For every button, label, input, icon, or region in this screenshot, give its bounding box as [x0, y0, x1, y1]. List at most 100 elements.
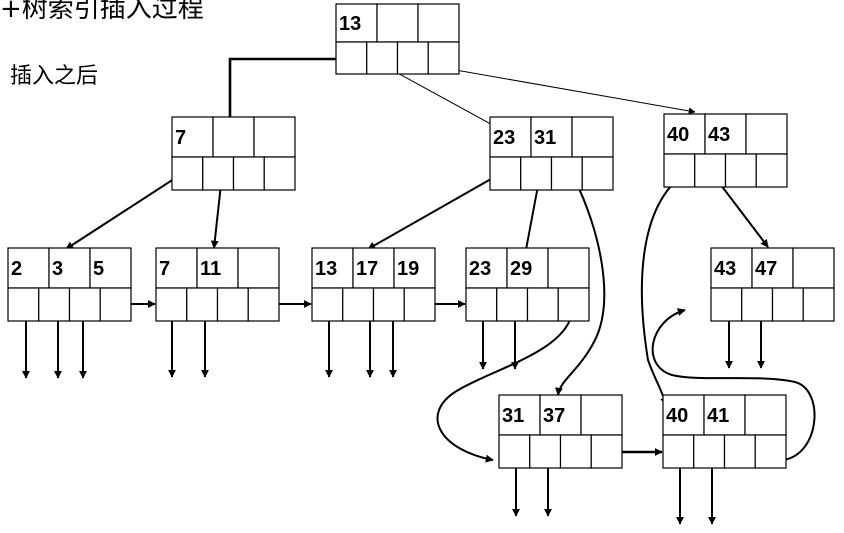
pointer-cell [38, 287, 71, 322]
node-key: 23 [469, 258, 491, 280]
key-cell [547, 247, 590, 289]
pointer-cell [802, 287, 835, 322]
curved-pointer-arrow [554, 177, 606, 396]
pointer-cell [662, 434, 695, 469]
curved-pointer-arrow [651, 308, 816, 461]
key-cell [751, 247, 794, 289]
pointer-cell [550, 156, 583, 191]
key-cell [744, 394, 787, 436]
pointer-cell [465, 287, 498, 322]
key-cell [704, 113, 747, 155]
node-key: 41 [707, 405, 729, 427]
pointer-cell [396, 41, 429, 75]
pointer-cell [754, 434, 787, 469]
pointer-cell [529, 434, 562, 469]
pointer-cell [724, 153, 757, 188]
pointer-cell [693, 434, 726, 469]
tree-node-leaf-23-29: 23 29 [465, 247, 590, 322]
edges [22, 57, 816, 525]
key-cell [580, 394, 623, 436]
node-key: 37 [543, 405, 565, 427]
key-cell [792, 247, 835, 289]
node-key: 31 [534, 127, 556, 149]
key-cell [663, 113, 706, 155]
pointer-cell [694, 153, 727, 188]
pointer-arrow [367, 174, 499, 250]
pointer-arrow [65, 174, 181, 250]
node-key: 40 [666, 405, 688, 427]
key-cell [465, 247, 508, 289]
tree-node-root: 13 [335, 3, 460, 75]
pointer-cell [335, 41, 368, 75]
node-key: 29 [510, 258, 532, 280]
pointer-cell [741, 287, 774, 322]
key-cell [171, 116, 214, 158]
node-key: 2 [11, 258, 22, 280]
key-cell [710, 247, 753, 289]
pointer-cell [496, 287, 529, 322]
key-cell [530, 116, 573, 158]
pointer-cell [723, 434, 756, 469]
pointer-cell [489, 156, 522, 191]
tree-node-leaf-40-41: 40 41 [662, 394, 787, 469]
diagram-title: +树索引插入过程 [0, 0, 204, 24]
node-key: 31 [502, 405, 524, 427]
pointer-cell [216, 287, 249, 322]
key-cell [155, 247, 198, 289]
node-key: 13 [315, 258, 337, 280]
node-key: 43 [708, 124, 730, 146]
pointer-cell [526, 287, 559, 322]
key-cell [539, 394, 582, 436]
tree-node-int-7: 7 [171, 116, 296, 191]
pointer-cell [403, 287, 436, 322]
pointer-cell [498, 434, 531, 469]
key-cell [335, 3, 378, 43]
pointer-cell [710, 287, 743, 322]
pointer-cell [232, 156, 265, 191]
node-key: 7 [159, 258, 170, 280]
tree-node-leaf-7-11: 7 11 [155, 247, 280, 322]
tree-node-leaf-43-47: 43 47 [710, 247, 835, 322]
pointer-cell [186, 287, 219, 322]
pointer-cell [520, 156, 553, 191]
node-key: 47 [755, 258, 777, 280]
key-cell [745, 113, 788, 155]
pointer-cell [581, 156, 614, 191]
key-cell [662, 394, 705, 436]
pointer-cell [68, 287, 101, 322]
tree-node-leaf-31-37: 31 37 [498, 394, 623, 469]
pointer-cell [372, 287, 405, 322]
curved-pointer-arrow [640, 169, 691, 406]
node-key: 11 [200, 258, 221, 280]
node-key: 17 [356, 258, 378, 280]
pointer-cell [99, 287, 132, 322]
pointer-cell [263, 156, 296, 191]
tree-node-int-23-31: 23 31 [489, 116, 614, 191]
node-key: 23 [493, 127, 515, 149]
node-key: 5 [93, 258, 104, 280]
diagram-subtitle: 插入之后 [10, 64, 99, 89]
pointer-cell [155, 287, 188, 322]
node-key: 13 [339, 13, 361, 35]
pointer-cell [771, 287, 804, 322]
node-key: 43 [714, 258, 736, 280]
pointer-cell [427, 41, 460, 75]
pointer-cell [559, 434, 592, 469]
key-cell [212, 116, 255, 158]
key-cell [498, 394, 541, 436]
pointer-cell [557, 287, 590, 322]
pointer-cell [311, 287, 344, 322]
pointer-cell [202, 156, 235, 191]
node-key: 3 [52, 258, 63, 280]
pointer-cell [590, 434, 623, 469]
node-key: 7 [175, 127, 186, 149]
pointer-cell [171, 156, 204, 191]
key-cell [571, 116, 614, 158]
key-cell [89, 247, 132, 289]
pointer-cell [663, 153, 696, 188]
key-cell [417, 3, 460, 43]
curved-pointer-arrow [436, 319, 571, 463]
